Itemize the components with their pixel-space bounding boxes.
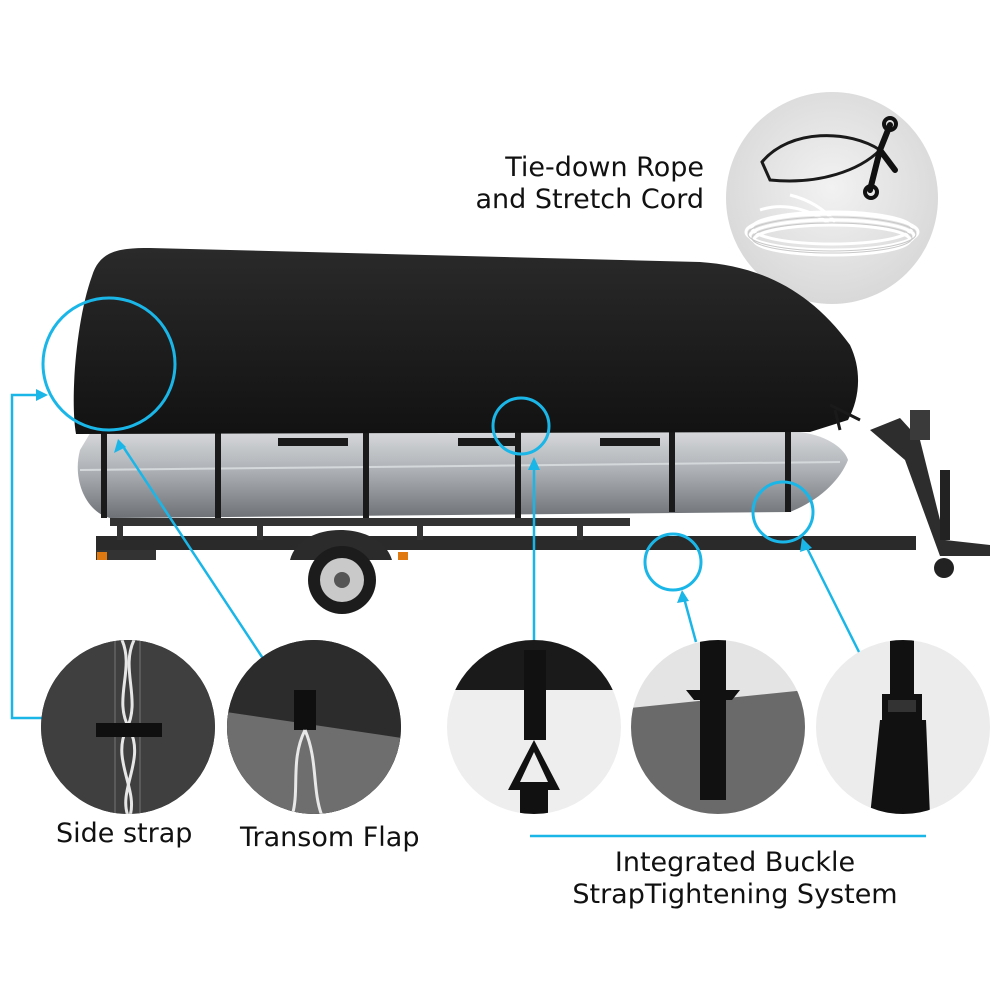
- arrow-heads: [36, 389, 812, 603]
- transom-flap-inset: [227, 640, 401, 814]
- side-strap-inset: [41, 640, 215, 814]
- side-strap-label: Side strap: [56, 818, 193, 849]
- marker-side-strap: [41, 296, 177, 432]
- buckle-inset-2: [631, 640, 805, 814]
- highlight-markers: [41, 296, 815, 592]
- tie-down-label: Tie-down Rope and Stretch Cord: [475, 152, 705, 216]
- boat-cover: [73, 248, 861, 446]
- integrated-buckle-label: Integrated Buckle StrapTightening System: [572, 847, 898, 911]
- buckle-inset-3: [816, 640, 990, 814]
- marker-buckle-bottom: [643, 532, 703, 592]
- transom-flap-label: Transom Flap: [240, 822, 420, 853]
- tie-down-rope-inset: [726, 92, 938, 304]
- marker-buckle-top: [491, 396, 551, 456]
- buckle-inset-1: [447, 640, 621, 814]
- marker-buckle-front: [751, 480, 815, 544]
- trailer: [96, 410, 990, 614]
- pontoon-tube: [77, 430, 848, 518]
- connector-lines: [10, 393, 926, 838]
